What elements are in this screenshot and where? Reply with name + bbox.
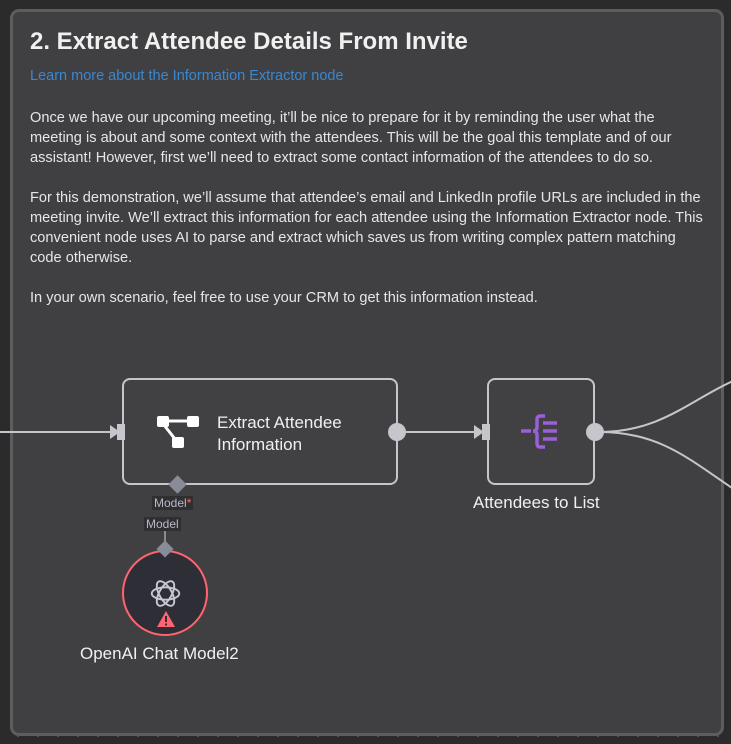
required-mark: *	[186, 496, 192, 510]
input-handle[interactable]	[117, 424, 125, 440]
info-extractor-link[interactable]: Learn more about the Information Extract…	[30, 68, 344, 84]
attendees-to-list-node[interactable]	[487, 378, 595, 485]
output-handle[interactable]	[586, 423, 604, 441]
openai-chat-model-node[interactable]	[122, 550, 208, 636]
openai-node-label: OpenAI Chat Model2	[80, 644, 239, 663]
split-out-icon	[521, 414, 557, 449]
edge-out-1	[599, 380, 731, 433]
input-handle[interactable]	[482, 424, 490, 440]
note-body: Once we have our upcoming meeting, it’ll…	[30, 108, 710, 328]
edge-out-2	[599, 431, 731, 489]
warning-icon[interactable]	[156, 610, 176, 628]
information-extractor-icon	[157, 416, 199, 448]
openai-icon	[150, 580, 181, 607]
output-handle[interactable]	[388, 423, 406, 441]
note-title: 2. Extract Attendee Details From Invite	[30, 28, 468, 55]
model-input-label: Model*	[152, 496, 194, 510]
note-paragraph: Once we have our upcoming meeting, it’ll…	[30, 110, 672, 166]
label-line: Extract Attendee	[217, 413, 342, 432]
extract-node-label: Extract Attendee Information	[217, 412, 342, 456]
tag-text: Model	[154, 496, 187, 510]
model-output-label: Model	[144, 517, 181, 531]
label-line: Information	[217, 435, 303, 454]
note-paragraph: For this demonstration, we’ll assume tha…	[30, 190, 703, 266]
list-node-label: Attendees to List	[473, 493, 600, 512]
arrow-icon	[110, 425, 120, 439]
note-paragraph: In your own scenario, feel free to use y…	[30, 290, 538, 306]
arrow-icon	[474, 425, 484, 439]
extract-attendee-node[interactable]: Extract Attendee Information	[122, 378, 398, 485]
